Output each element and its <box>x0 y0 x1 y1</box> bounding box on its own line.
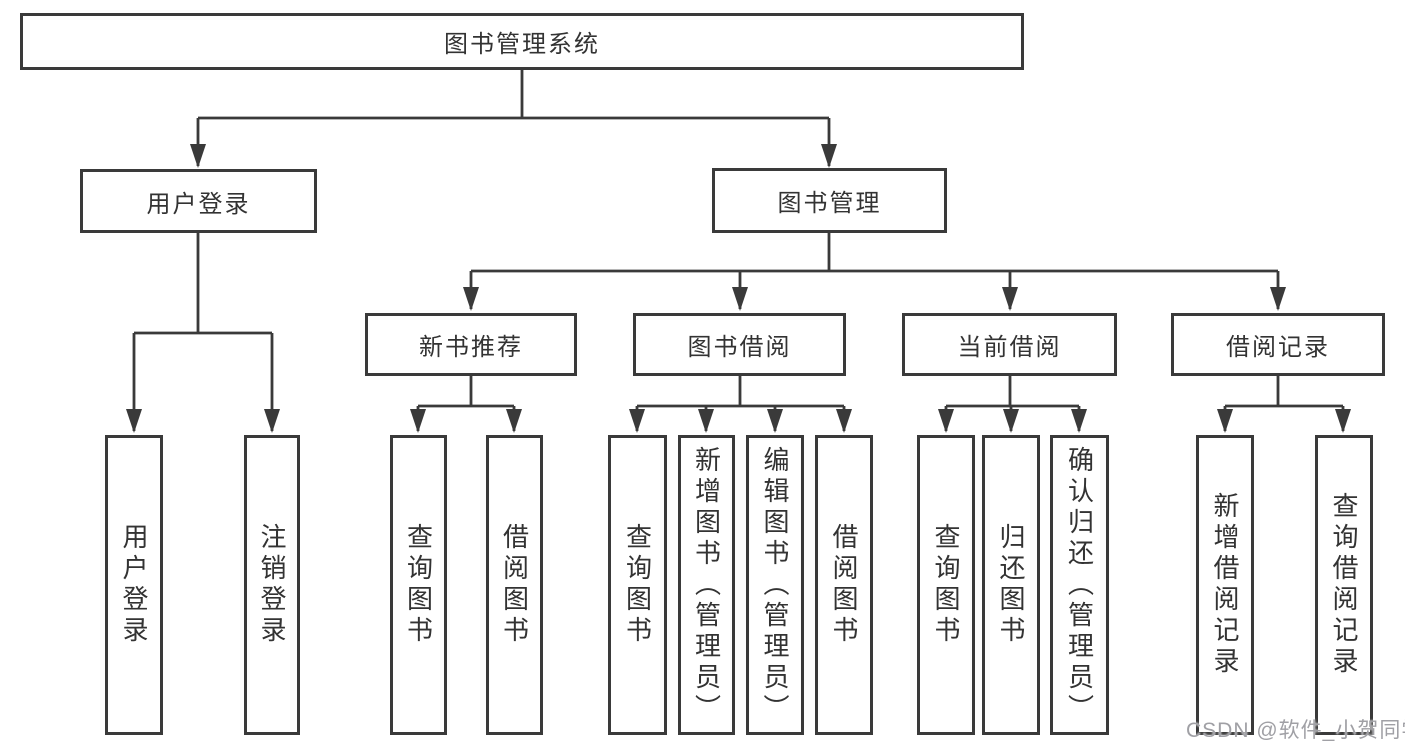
node-book-management-branch: 图书管理 <box>712 168 947 233</box>
csdn-watermark: CSDN @软件_小贺同学 <box>1186 719 1405 742</box>
node-leaf-add-borrow-record: 新增借阅记录 <box>1196 435 1254 735</box>
leaf-label: 查询图书 <box>931 523 961 647</box>
node-leaf-user-login: 用户登录 <box>105 435 163 735</box>
node-book-borrow: 图书借阅 <box>633 313 846 376</box>
node-leaf-return-books: 归还图书 <box>982 435 1040 735</box>
node-leaf-edit-books-admin: 编辑图书（管理员） <box>746 435 804 735</box>
node-root-library-system: 图书管理系统 <box>20 13 1024 70</box>
node-user-login-branch: 用户登录 <box>80 169 317 233</box>
leaf-label: 编辑图书（管理员） <box>760 445 790 725</box>
node-leaf-query-books-current: 查询图书 <box>917 435 975 735</box>
node-borrow-records: 借阅记录 <box>1171 313 1385 376</box>
leaf-label: 借阅图书 <box>499 523 530 647</box>
node-leaf-logout: 注销登录 <box>244 435 300 735</box>
node-leaf-confirm-return-admin: 确认归还（管理员） <box>1050 435 1109 735</box>
node-leaf-query-borrow-record: 查询借阅记录 <box>1315 435 1373 735</box>
node-leaf-add-books-admin: 新增图书（管理员） <box>678 435 735 735</box>
leaf-label: 借阅图书 <box>829 523 859 647</box>
leaf-label: 新增借阅记录 <box>1210 492 1240 678</box>
leaf-label: 注销登录 <box>257 523 287 647</box>
leaf-label: 用户登录 <box>119 523 149 647</box>
node-leaf-query-books-borrow: 查询图书 <box>608 435 667 735</box>
node-leaf-borrow-books-recommend: 借阅图书 <box>486 435 543 735</box>
node-leaf-borrow-books: 借阅图书 <box>815 435 873 735</box>
leaf-label: 查询图书 <box>403 523 434 647</box>
node-current-borrow: 当前借阅 <box>902 313 1117 376</box>
node-new-book-recommend: 新书推荐 <box>365 313 577 376</box>
leaf-label: 新增图书（管理员） <box>691 445 722 725</box>
leaf-label: 查询借阅记录 <box>1329 492 1359 678</box>
leaf-label: 查询图书 <box>622 523 653 647</box>
node-leaf-query-books-recommend: 查询图书 <box>390 435 447 735</box>
leaf-label: 归还图书 <box>996 523 1026 647</box>
leaf-label: 确认归还（管理员） <box>1064 445 1095 725</box>
